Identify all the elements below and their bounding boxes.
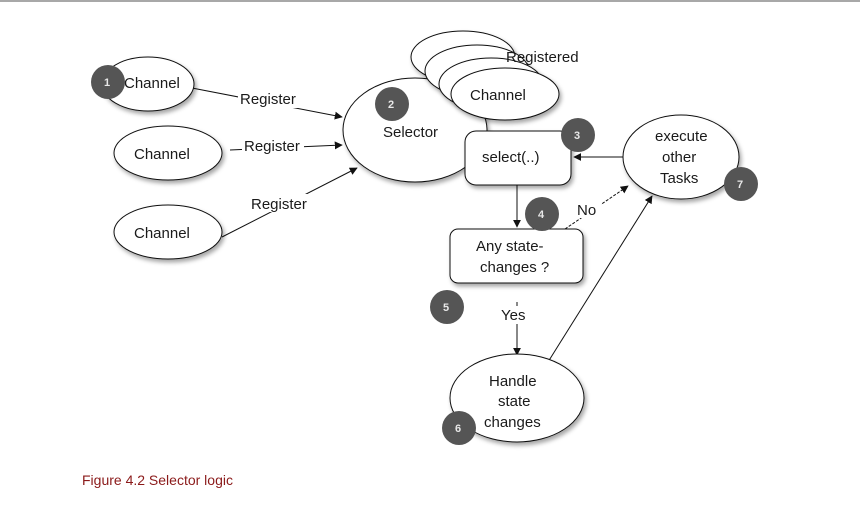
svg-text:5: 5 bbox=[443, 302, 449, 314]
select-node: select(..) bbox=[464, 130, 572, 186]
state-check-label-2: changes ? bbox=[480, 259, 549, 276]
registered-label: Registered bbox=[506, 49, 579, 66]
channel-label-2: Channel bbox=[134, 146, 190, 163]
badge-3: 3 bbox=[561, 118, 595, 152]
badge-7: 7 bbox=[724, 167, 758, 201]
svg-text:2: 2 bbox=[388, 99, 394, 111]
execute-label-3: Tasks bbox=[660, 170, 698, 187]
svg-text:6: 6 bbox=[455, 423, 461, 435]
state-check-node: Any state- changes ? bbox=[449, 228, 584, 284]
channel-label-3: Channel bbox=[134, 225, 190, 242]
execute-label-1: execute bbox=[655, 128, 708, 145]
select-label: select(..) bbox=[482, 149, 540, 166]
svg-text:4: 4 bbox=[538, 209, 545, 221]
channel-node-2: Channel bbox=[113, 125, 223, 181]
step-badges: 1 2 3 4 5 6 7 bbox=[91, 65, 758, 445]
badge-4: 4 bbox=[525, 197, 559, 231]
channel-label-1: Channel bbox=[124, 75, 180, 92]
svg-text:1: 1 bbox=[104, 77, 110, 89]
handle-label-3: changes bbox=[484, 414, 541, 431]
register-label-3: Register bbox=[251, 196, 307, 213]
top-border bbox=[0, 0, 860, 2]
handle-label-1: Handle bbox=[489, 373, 537, 390]
execute-label-2: other bbox=[662, 149, 696, 166]
no-label: No bbox=[577, 202, 596, 219]
handle-label-2: state bbox=[498, 393, 531, 410]
channel-node-3: Channel bbox=[113, 204, 223, 260]
badge-2: 2 bbox=[375, 87, 409, 121]
channel-node-1: Channel bbox=[101, 56, 195, 112]
register-label-1: Register bbox=[240, 91, 296, 108]
edge-labels: Register Register Register No Yes bbox=[238, 90, 601, 324]
svg-text:7: 7 bbox=[737, 179, 743, 191]
registered-channel-label: Channel bbox=[470, 87, 526, 104]
state-check-label-1: Any state- bbox=[476, 238, 544, 255]
registered-channels-stack: Channel Registered bbox=[410, 30, 579, 121]
register-label-2: Register bbox=[244, 138, 300, 155]
svg-text:3: 3 bbox=[574, 130, 580, 142]
edge-handle-to-execute bbox=[547, 195, 653, 363]
execute-node: execute other Tasks bbox=[622, 114, 740, 200]
badge-5: 5 bbox=[430, 290, 464, 324]
yes-label: Yes bbox=[501, 307, 525, 324]
selector-label: Selector bbox=[383, 124, 438, 141]
handle-node: Handle state changes bbox=[449, 353, 585, 443]
badge-1: 1 bbox=[91, 65, 125, 99]
badge-6: 6 bbox=[442, 411, 476, 445]
figure-caption: Figure 4.2 Selector logic bbox=[82, 472, 233, 488]
